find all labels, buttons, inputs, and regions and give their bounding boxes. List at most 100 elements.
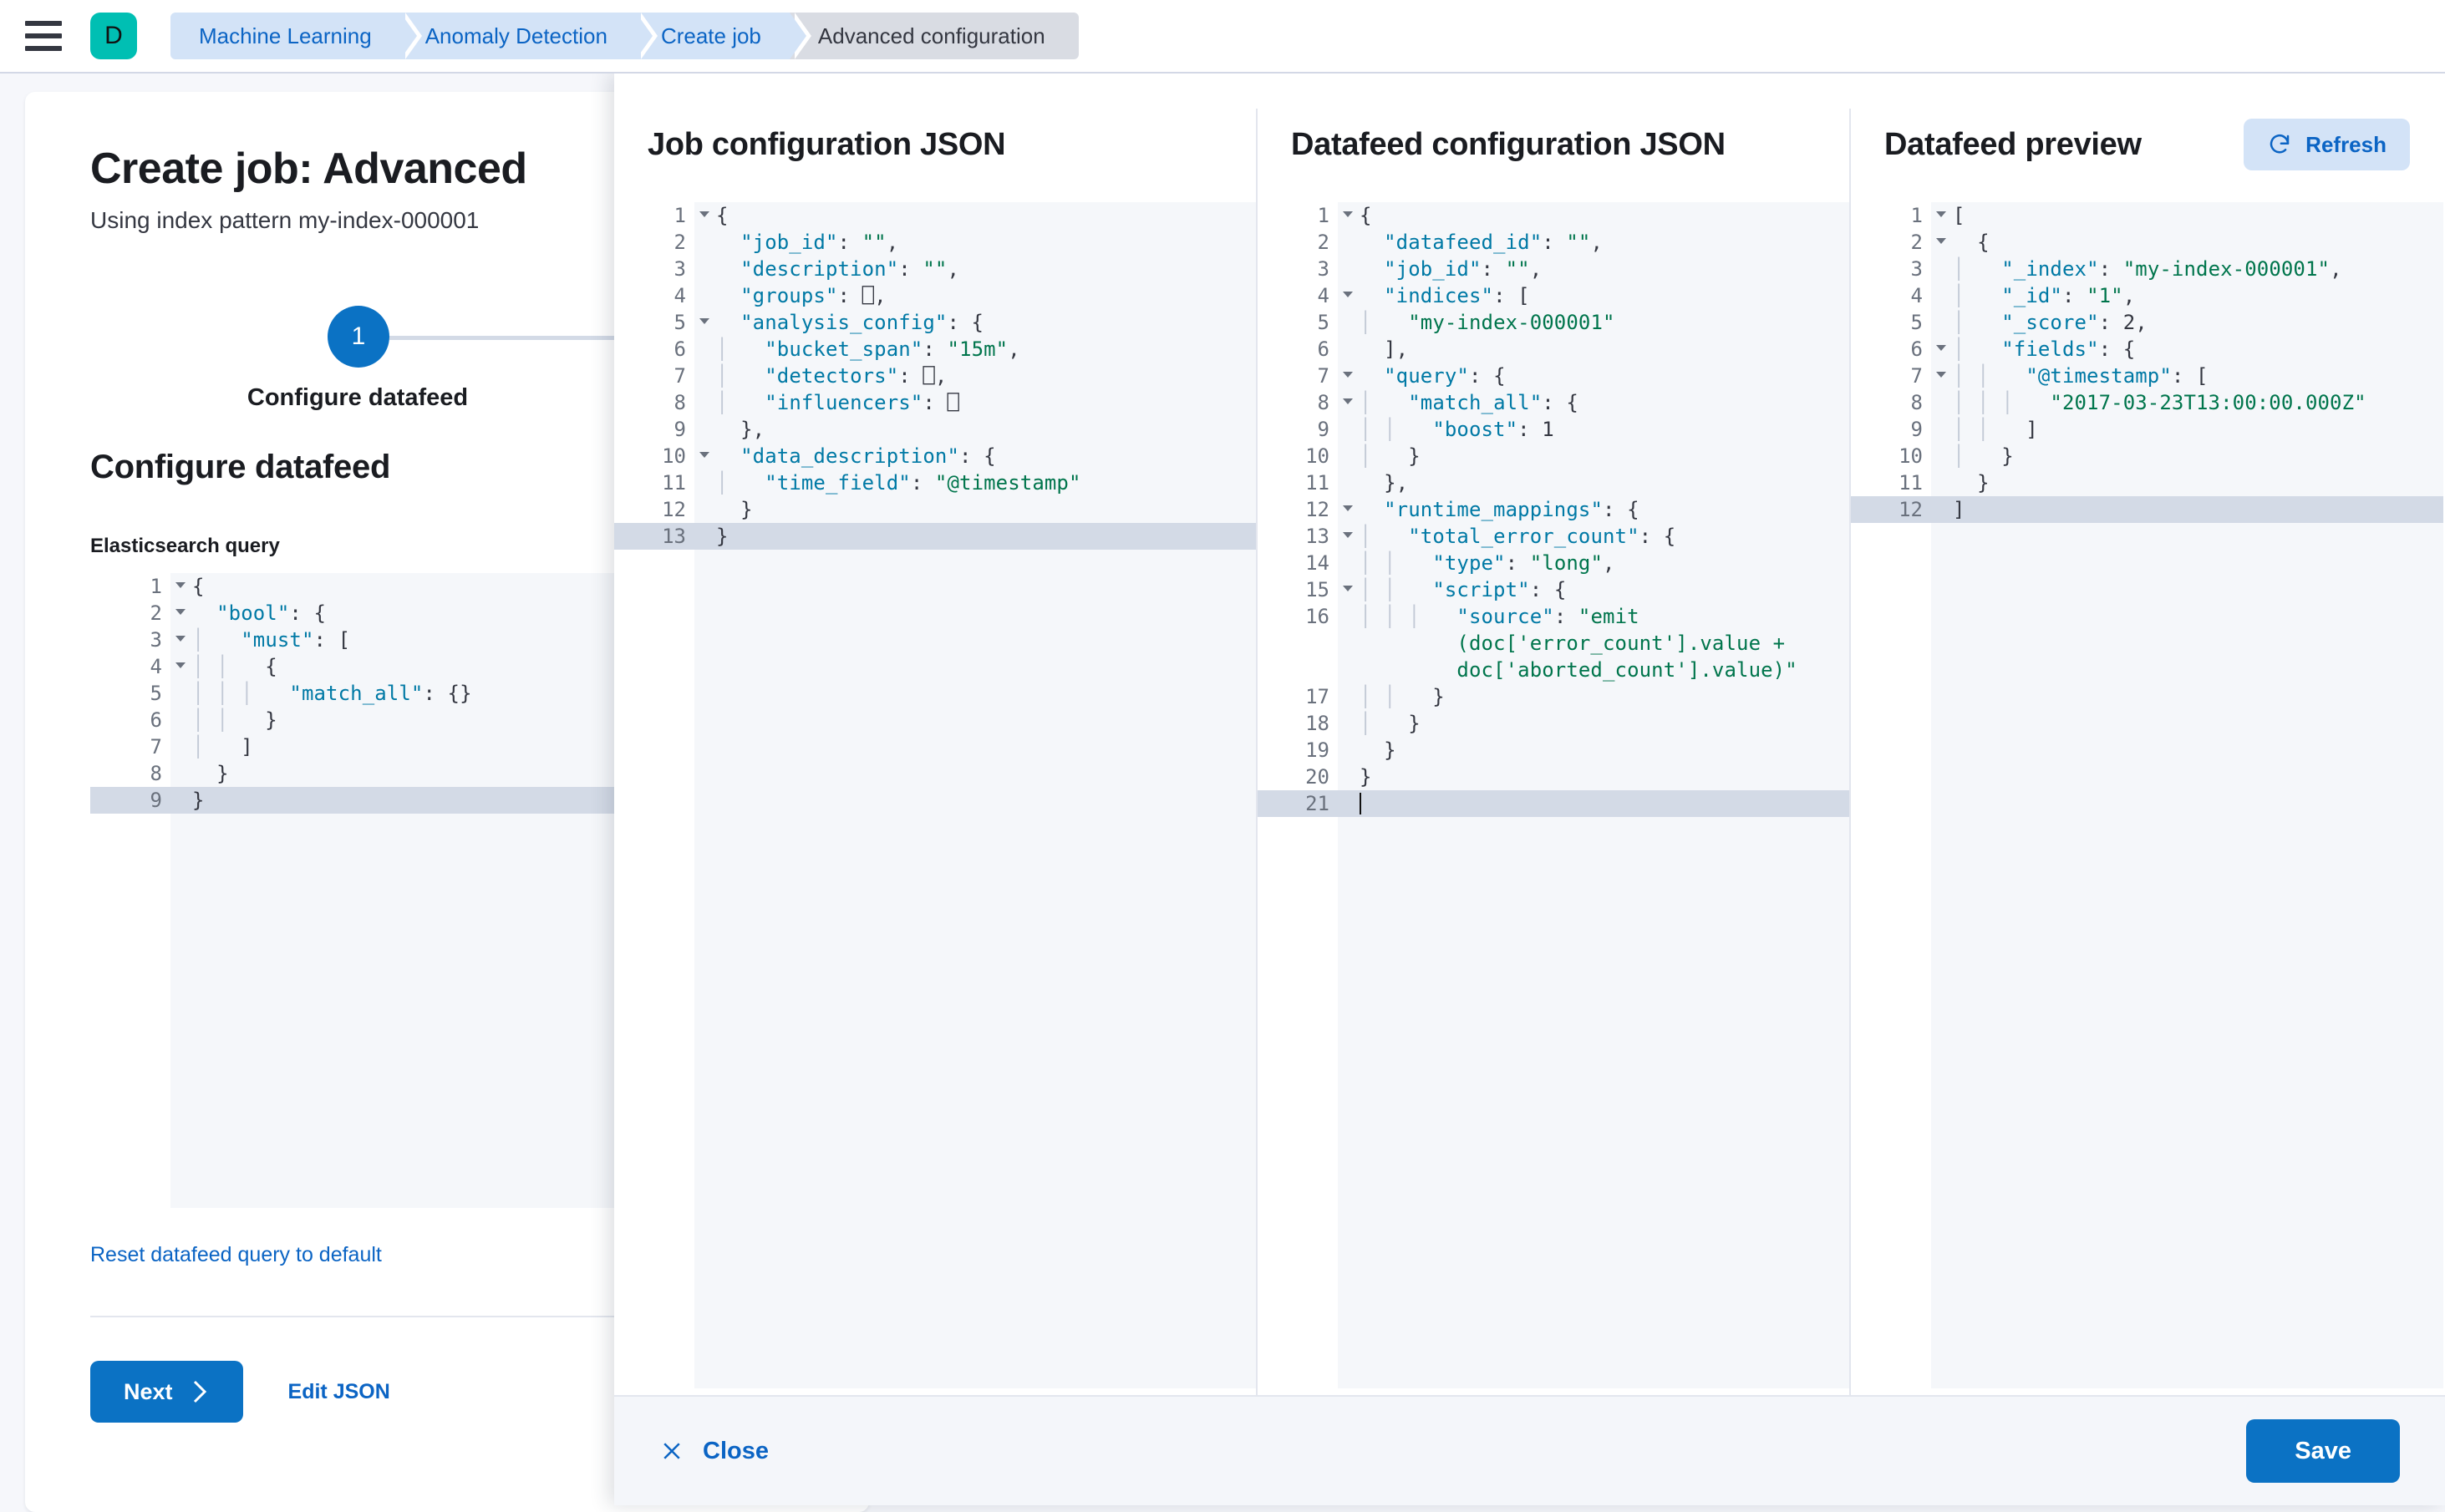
code-fold-arrow-icon[interactable] (699, 318, 709, 324)
editor-line-number: 4 (90, 653, 186, 680)
editor-line-number: 13 (1258, 523, 1353, 550)
editor-line[interactable]: 10│ } (1258, 443, 1849, 469)
editor-line[interactable]: 19 } (1258, 737, 1849, 764)
editor-line[interactable]: 4 "indices": [ (1258, 282, 1849, 309)
breadcrumb-item-create-job[interactable]: Create job (635, 13, 811, 59)
editor-line[interactable]: 6│ │ } (90, 707, 869, 733)
code-fold-arrow-icon[interactable] (1343, 292, 1353, 297)
editor-line[interactable]: 12 } (614, 496, 1256, 523)
editor-line[interactable]: 2 { (1851, 229, 2443, 256)
editor-line[interactable]: 3│ "must": [ (90, 627, 869, 653)
editor-line[interactable]: 1[ (1851, 202, 2443, 229)
editor-line-code: │ │ "@timestamp": [ (1953, 364, 2209, 388)
code-fold-arrow-icon[interactable] (175, 609, 186, 615)
edit-json-link[interactable]: Edit JSON (287, 1379, 390, 1403)
code-fold-arrow-icon[interactable] (1343, 398, 1353, 404)
editor-line[interactable]: 1{ (614, 202, 1256, 229)
editor-line[interactable]: 3│ "_index": "my-index-000001", (1851, 256, 2443, 282)
editor-line[interactable]: 9│ │ ] (1851, 416, 2443, 443)
code-fold-arrow-icon[interactable] (1343, 211, 1353, 217)
job-configuration-json-editor[interactable]: 1{2 "job_id": "",3 "description": "",4 "… (614, 202, 1256, 1388)
editor-line-number: 13 (614, 523, 694, 550)
editor-line[interactable]: 2 "datafeed_id": "", (1258, 229, 1849, 256)
editor-line[interactable]: 8 } (90, 760, 869, 787)
editor-line[interactable]: 4 "groups": ⎕, (614, 282, 1256, 309)
editor-line[interactable]: 4│ │ { (90, 653, 869, 680)
editor-line-code: } (1360, 738, 1396, 762)
editor-line[interactable]: 10 "data_description": { (614, 443, 1256, 469)
code-fold-arrow-icon[interactable] (1936, 345, 1946, 351)
close-button[interactable]: Close (659, 1438, 769, 1465)
flyout-column-datafeed-configuration: Datafeed configuration JSON 1{2 "datafee… (1256, 109, 1849, 1395)
editor-line[interactable]: 13} (614, 523, 1256, 550)
editor-line[interactable]: 14│ │ "type": "long", (1258, 550, 1849, 576)
editor-line[interactable]: 12 "runtime_mappings": { (1258, 496, 1849, 523)
editor-line[interactable]: 7│ ] (90, 733, 869, 760)
editor-line[interactable]: 15│ │ "script": { (1258, 576, 1849, 603)
datafeed-preview-editor[interactable]: 1[2 {3│ "_index": "my-index-000001",4│ "… (1851, 202, 2443, 1388)
editor-line[interactable]: 6 ], (1258, 336, 1849, 363)
editor-line[interactable]: 18│ } (1258, 710, 1849, 737)
editor-line[interactable]: 21 (1258, 790, 1849, 817)
editor-line[interactable]: 7 "query": { (1258, 363, 1849, 389)
editor-line[interactable]: 8│ │ │ "2017-03-23T13:00:00.000Z" (1851, 389, 2443, 416)
editor-line[interactable]: 11 }, (1258, 469, 1849, 496)
code-fold-arrow-icon[interactable] (175, 662, 186, 668)
editor-line[interactable]: 6│ "bucket_span": "15m", (614, 336, 1256, 363)
breadcrumb-item-anomaly-detection[interactable]: Anomaly Detection (399, 13, 658, 59)
editor-line[interactable]: 16│ │ │ "source": "emit (doc['error_coun… (1258, 603, 1849, 683)
editor-line[interactable]: 20} (1258, 764, 1849, 790)
refresh-button[interactable]: Refresh (2244, 119, 2410, 170)
editor-line[interactable]: 4│ "_id": "1", (1851, 282, 2443, 309)
code-fold-arrow-icon[interactable] (1936, 238, 1946, 244)
code-fold-arrow-icon[interactable] (1936, 211, 1946, 217)
editor-line[interactable]: 17│ │ } (1258, 683, 1849, 710)
editor-line[interactable]: 11 } (1851, 469, 2443, 496)
editor-line[interactable]: 2 "bool": { (90, 600, 869, 627)
hamburger-menu-icon[interactable] (25, 21, 62, 51)
save-button[interactable]: Save (2246, 1419, 2400, 1483)
editor-line[interactable]: 5│ "_score": 2, (1851, 309, 2443, 336)
editor-line[interactable]: 2 "job_id": "", (614, 229, 1256, 256)
editor-line-code: │ "bucket_span": "15m", (716, 337, 1020, 361)
code-fold-arrow-icon[interactable] (1343, 372, 1353, 378)
editor-line-code: } (716, 525, 729, 548)
code-fold-arrow-icon[interactable] (1936, 372, 1946, 378)
breadcrumb-item-machine-learning[interactable]: Machine Learning (170, 13, 422, 59)
editor-line[interactable]: 5│ "my-index-000001" (1258, 309, 1849, 336)
editor-line[interactable]: 7│ "detectors": ⎕, (614, 363, 1256, 389)
editor-line[interactable]: 13│ "total_error_count": { (1258, 523, 1849, 550)
code-fold-arrow-icon[interactable] (1343, 532, 1353, 538)
editor-line[interactable]: 6│ "fields": { (1851, 336, 2443, 363)
editor-line[interactable]: 11│ "time_field": "@timestamp" (614, 469, 1256, 496)
editor-line[interactable]: 7│ │ "@timestamp": [ (1851, 363, 2443, 389)
flyout-columns: Job configuration JSON 1{2 "job_id": "",… (614, 74, 2445, 1395)
code-fold-arrow-icon[interactable] (175, 582, 186, 588)
editor-line[interactable]: 5│ │ │ "match_all": {} (90, 680, 869, 707)
reset-datafeed-query-link[interactable]: Reset datafeed query to default (90, 1243, 382, 1266)
code-fold-arrow-icon[interactable] (1343, 505, 1353, 511)
editor-line[interactable]: 1{ (1258, 202, 1849, 229)
editor-line[interactable]: 8│ "match_all": { (1258, 389, 1849, 416)
code-fold-arrow-icon[interactable] (1343, 586, 1353, 591)
code-fold-arrow-icon[interactable] (175, 636, 186, 642)
editor-line[interactable]: 1{ (90, 573, 869, 600)
editor-line[interactable]: 12] (1851, 496, 2443, 523)
editor-line[interactable]: 8│ "influencers": ⎕ (614, 389, 1256, 416)
stepper-step-1-circle[interactable]: 1 (328, 306, 389, 368)
editor-line[interactable]: 10│ } (1851, 443, 2443, 469)
editor-line-number: 5 (614, 309, 709, 336)
editor-line[interactable]: 5 "analysis_config": { (614, 309, 1256, 336)
editor-line[interactable]: 9 }, (614, 416, 1256, 443)
deployment-logo-badge[interactable]: D (90, 13, 137, 59)
code-fold-arrow-icon[interactable] (699, 452, 709, 458)
code-fold-arrow-icon[interactable] (699, 211, 709, 217)
editor-line-code: "description": "", (740, 257, 960, 281)
editor-line[interactable]: 3 "job_id": "", (1258, 256, 1849, 282)
editor-line[interactable]: 3 "description": "", (614, 256, 1256, 282)
editor-line-number: 5 (1258, 309, 1338, 336)
editor-line[interactable]: 9│ │ "boost": 1 (1258, 416, 1849, 443)
next-button[interactable]: Next (90, 1361, 243, 1423)
datafeed-configuration-json-editor[interactable]: 1{2 "datafeed_id": "",3 "job_id": "",4 "… (1258, 202, 1849, 1388)
editor-line-number: 8 (1258, 389, 1353, 416)
